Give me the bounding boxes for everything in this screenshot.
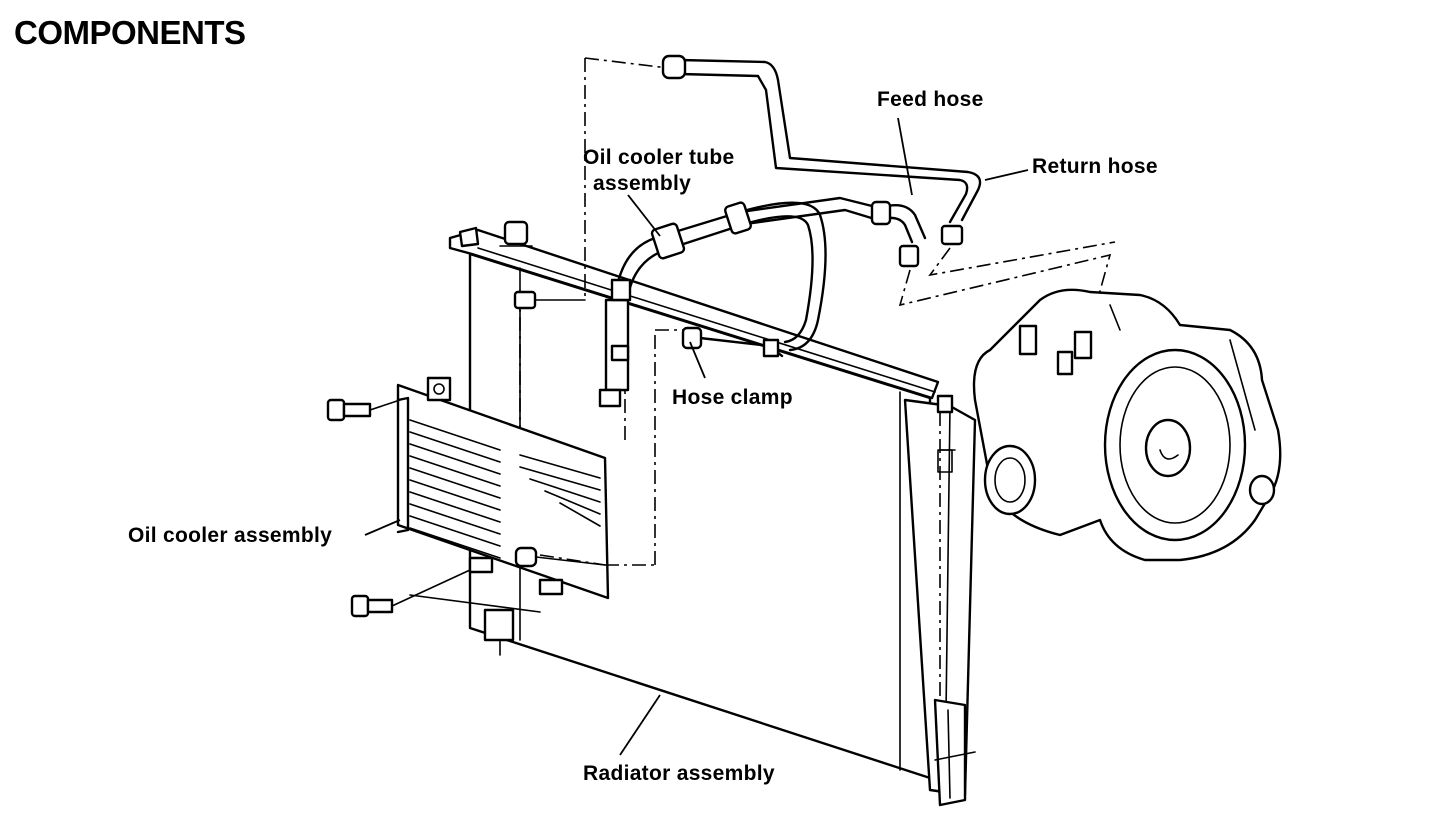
transaxle bbox=[972, 288, 1282, 562]
label-radiator-assembly: Radiator assembly bbox=[583, 762, 775, 785]
hose-clamp bbox=[513, 290, 703, 568]
leader-feed-hose bbox=[897, 117, 913, 196]
bolt-lower bbox=[350, 569, 541, 618]
leader-return-hose bbox=[984, 169, 1029, 181]
label-return-hose: Return hose bbox=[1032, 155, 1158, 178]
leader-radiator-assembly bbox=[619, 694, 661, 756]
label-oil-cooler-tube-line1: Oil cooler tube bbox=[583, 146, 735, 169]
label-oil-cooler-tube-line2: assembly bbox=[593, 172, 692, 195]
leader-oil-cooler-tube bbox=[627, 194, 661, 237]
oil-cooler-assembly bbox=[396, 320, 690, 600]
label-oil-cooler-assembly: Oil cooler assembly bbox=[128, 524, 333, 547]
leader-oil-cooler-assembly bbox=[364, 519, 401, 536]
upper-return-pipe bbox=[661, 54, 982, 224]
leader-hose-clamp bbox=[689, 341, 706, 379]
radiator-assembly bbox=[448, 57, 977, 807]
label-feed-hose: Feed hose bbox=[877, 88, 984, 111]
oil-cooler-tube-assembly bbox=[598, 196, 882, 408]
page-title: COMPONENTS bbox=[14, 14, 246, 51]
bolt-upper bbox=[326, 398, 401, 422]
label-hose-clamp: Hose clamp bbox=[672, 386, 793, 409]
